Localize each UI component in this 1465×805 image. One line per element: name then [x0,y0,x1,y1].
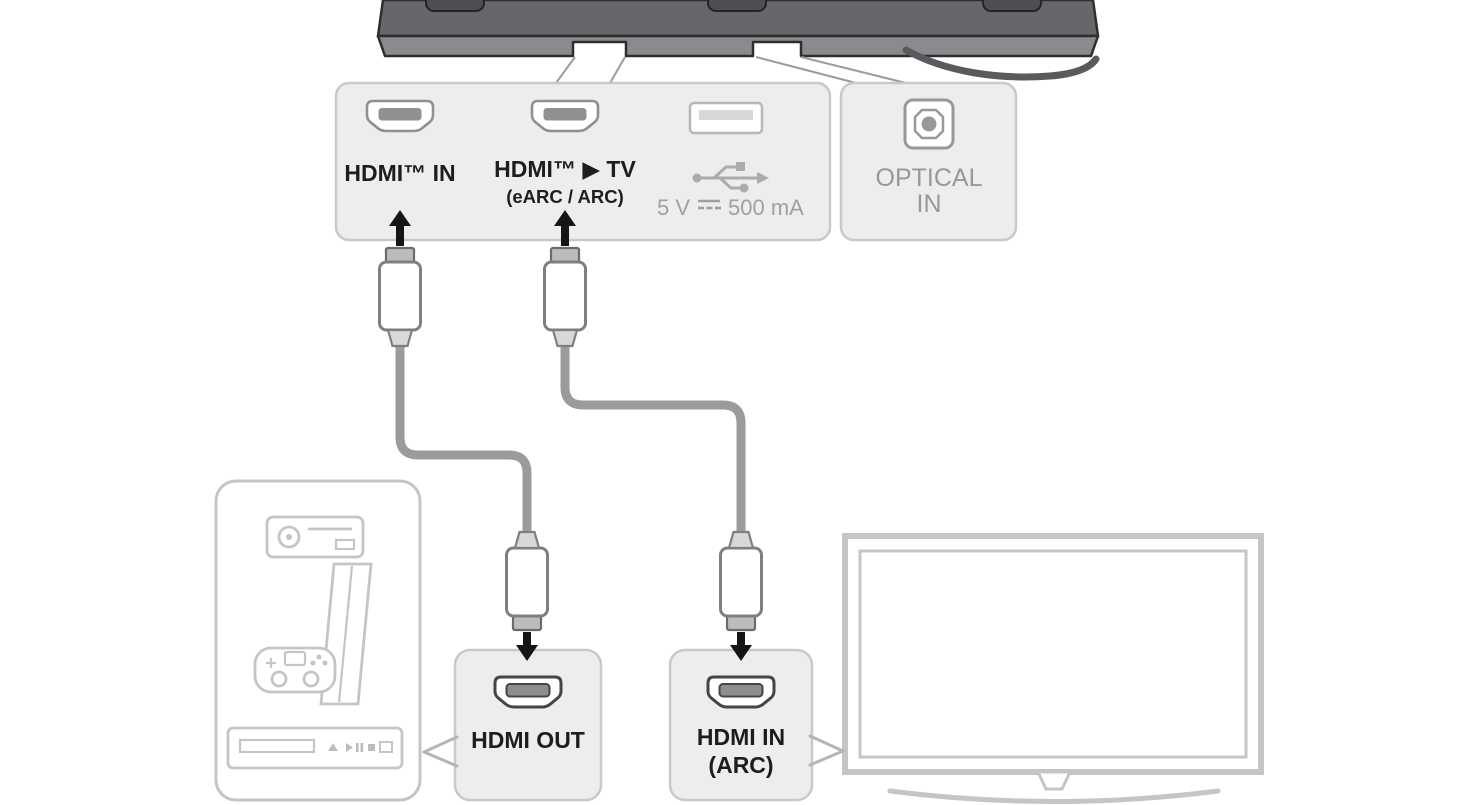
hdmi-out-port-icon [493,675,563,709]
set-top-box-icon [265,515,365,559]
hdmi-plug-icon [378,246,422,348]
soundbar-foot-icon [425,0,485,12]
soundbar [376,0,1100,81]
callout-line [755,56,857,84]
hdmi-tv-sublabel: (eARC / ARC) [506,186,624,207]
source-devices-background [214,479,422,802]
hdmi-in-port-icon [365,99,435,133]
callout-wedge-tv [808,734,845,767]
optical-box-background [839,81,1018,242]
hdmi-out-box: HDMI OUT [453,648,603,802]
soundbar-foot-icon [707,0,767,12]
callout-wedge-devices [422,735,459,768]
ports-panel: HDMI™ IN HDMI™ ▶ TV (eARC / ARC) 5 V 500… [334,81,832,242]
hdmi-plug-icon [719,530,763,632]
hdmi-cable-left [395,341,532,537]
hdmi-in-arc-label-line1: HDMI IN [697,724,785,750]
optical-label-line2: IN [917,190,942,218]
power-cable-icon [902,46,1100,81]
optical-label-line1: OPTICAL [876,164,983,192]
usb-symbol-icon [692,162,769,193]
callout-line [555,56,576,84]
game-console-icon [253,562,373,706]
hdmi-in-arc-label-line2: (ARC) [708,752,773,778]
hdmi-in-label: HDMI™ IN [344,160,455,186]
dc-voltage-icon [698,199,721,210]
hdmi-out-background [453,648,603,802]
hdmi-tv-port-icon [530,99,600,133]
hdmi-in-arc-port-icon [706,675,776,709]
hdmi-plug-icon [505,530,549,632]
soundbar-foot-icon [982,0,1042,12]
hdmi-out-label: HDMI OUT [471,727,585,753]
source-devices-box [214,479,422,802]
tv-icon [842,533,1264,804]
callout-line [609,56,626,84]
callout-line [800,56,907,84]
optical-box: OPTICAL IN [839,81,1018,242]
usb-current-label: 500 mA [728,195,804,220]
hdmi-in-arc-box: HDMI IN (ARC) [668,648,814,802]
hdmi-tv-label: HDMI™ ▶ TV [494,156,636,182]
hdmi-plug-icon [543,246,587,348]
hdmi-cable-right [560,341,746,537]
disc-player-icon [226,726,404,770]
usb-voltage-label: 5 V [657,195,690,220]
soundbar-front-lip [376,34,1100,58]
usb-port-icon [688,101,764,135]
optical-port-icon [903,98,955,150]
callout-lines [555,56,907,84]
